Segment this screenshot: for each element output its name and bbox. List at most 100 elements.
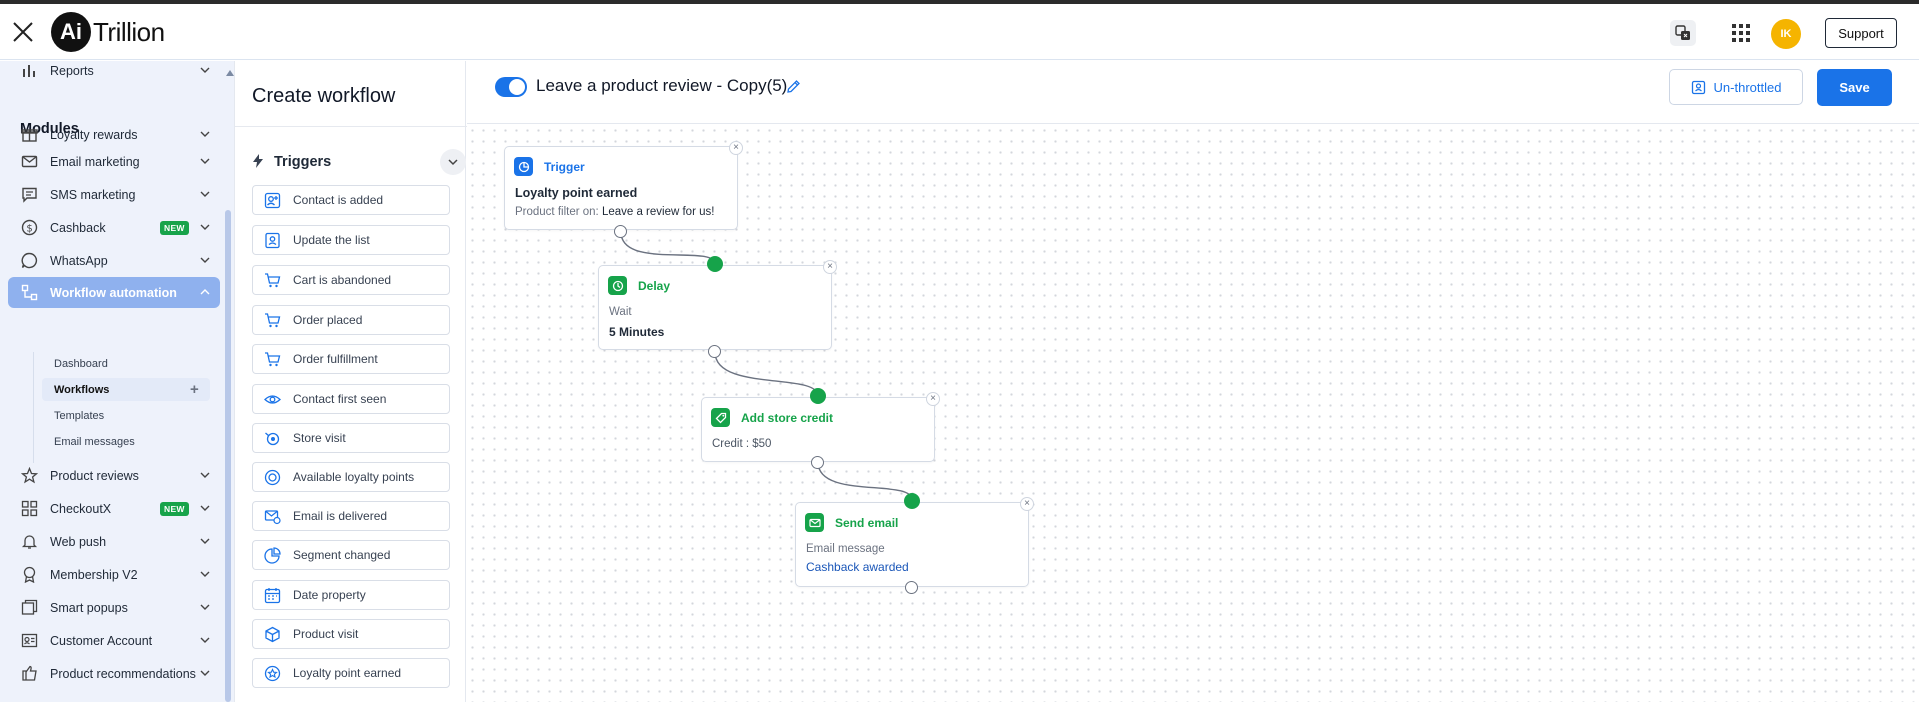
triggers-section-header[interactable]: Triggers	[252, 149, 466, 175]
divider	[235, 126, 467, 127]
trigger-cart-is-abandoned[interactable]: Cart is abandoned	[252, 265, 450, 295]
membership-icon	[23, 566, 36, 583]
submenu-item-workflows[interactable]: Workflows +	[42, 378, 210, 401]
trigger-date-property[interactable]: Date property	[252, 580, 450, 610]
translate-icon[interactable]	[1670, 20, 1696, 46]
trigger-email-is-delivered[interactable]: Email is delivered	[252, 501, 450, 531]
sidebar-item-sms-marketing[interactable]: SMS marketing	[8, 179, 220, 210]
logo-text: Trillion	[93, 16, 165, 47]
add-store-credit-node[interactable]: × Add store credit Credit : $50	[701, 392, 940, 462]
trigger-segment-changed[interactable]: Segment changed	[252, 540, 450, 570]
app-header: Ai Trillion IK Support	[0, 4, 1919, 60]
app-logo[interactable]: Ai Trillion	[51, 12, 165, 52]
trigger-order-placed[interactable]: Order placed	[252, 305, 450, 335]
trigger-contact-is-added[interactable]: Contact is added	[252, 185, 450, 215]
bell-icon	[21, 535, 38, 549]
node-title: Add store credit	[741, 411, 834, 425]
trigger-output-port[interactable]	[614, 225, 627, 238]
user-avatar[interactable]: IK	[1771, 19, 1801, 49]
sidebar-item-reports[interactable]: Reports	[8, 61, 220, 86]
delay-node[interactable]: × Delay Wait 5 Minutes	[598, 260, 837, 350]
close-icon[interactable]	[10, 19, 36, 45]
apps-grid-icon[interactable]	[1730, 22, 1752, 44]
submenu-item-label: Workflows	[54, 383, 110, 396]
sidebar-item-label: Email marketing	[50, 154, 140, 169]
star-icon	[21, 467, 38, 484]
workflow-enabled-toggle[interactable]	[495, 77, 527, 97]
sidebar-item-customer-account[interactable]: Customer Account	[8, 625, 220, 656]
sidebar-item-checkoutx[interactable]: CheckoutX NEW	[8, 493, 220, 524]
email-input-port[interactable]	[904, 493, 920, 509]
submenu-item-dashboard[interactable]: Dashboard	[54, 357, 108, 370]
trigger-label: Date property	[293, 588, 366, 602]
sidebar-item-label: Cashback	[50, 220, 106, 235]
trigger-available-loyalty-points[interactable]: Available loyalty points	[252, 462, 450, 492]
trigger-label: Loyalty point earned	[293, 666, 402, 680]
trigger-store-visit[interactable]: Store visit	[252, 423, 450, 453]
scrollbar-thumb[interactable]	[225, 210, 231, 702]
workflow-name: Leave a product review - Copy(5)	[536, 76, 788, 95]
node-title: Send email	[835, 516, 899, 530]
add-workflow-icon[interactable]: +	[190, 381, 199, 398]
sidebar-item-cashback[interactable]: $ Cashback NEW	[8, 212, 220, 243]
sidebar-item-smart-popups[interactable]: Smart popups	[8, 592, 220, 623]
filter-value: Leave a review for us!	[601, 206, 715, 218]
remove-node-icon[interactable]: ×	[823, 260, 837, 274]
sidebar-item-loyalty-rewards[interactable]: Loyalty rewards	[8, 119, 220, 150]
pencil-icon[interactable]	[786, 79, 801, 94]
chevron-down-icon	[200, 257, 210, 263]
new-badge: NEW	[160, 221, 189, 235]
contact-card-icon	[265, 232, 280, 249]
collapse-triggers-button[interactable]	[440, 149, 466, 175]
trigger-label: Store visit	[293, 431, 346, 445]
sidebar-item-label: WhatsApp	[50, 253, 108, 268]
gift-icon	[21, 129, 38, 142]
chevron-down-icon	[200, 670, 210, 676]
create-workflow-panel: Create workflow Triggers Contact is adde…	[234, 61, 467, 702]
sidebar-item-workflow-automation[interactable]: Workflow automation	[8, 277, 220, 308]
sidebar-item-web-push[interactable]: Web push	[8, 526, 220, 557]
chevron-down-icon	[200, 191, 210, 197]
remove-node-icon[interactable]: ×	[1020, 497, 1034, 511]
sidebar-item-product-recommendations[interactable]: Product recommendations	[8, 658, 220, 689]
sidebar-item-membership-v2[interactable]: Membership V2	[8, 559, 220, 590]
send-email-node[interactable]: × Send email Email message Cashback awar…	[795, 497, 1034, 587]
email-output-port[interactable]	[905, 581, 918, 594]
panel-title: Create workflow	[252, 85, 396, 107]
submenu-guide-line	[33, 352, 34, 463]
submenu-item-email-messages[interactable]: Email messages	[54, 435, 135, 448]
sidebar-item-email-marketing[interactable]: Email marketing	[8, 146, 220, 177]
trigger-filter: Product filter on: Leave a review for us…	[515, 206, 714, 218]
trigger-order-fulfillment[interactable]: Order fulfillment	[252, 344, 450, 374]
cart-icon	[265, 273, 281, 288]
delay-input-port[interactable]	[707, 256, 723, 272]
delay-label: Wait	[609, 306, 632, 318]
submenu-item-templates[interactable]: Templates	[54, 409, 105, 422]
loyalty-badge-icon	[264, 665, 281, 682]
credit-input-port[interactable]	[810, 388, 826, 404]
unthrottled-button[interactable]: Un-throttled	[1669, 69, 1803, 105]
trigger-update-the-list[interactable]: Update the list	[252, 225, 450, 255]
trigger-loyalty-point-earned[interactable]: Loyalty point earned	[252, 658, 450, 688]
whatsapp-icon	[21, 252, 38, 269]
trigger-label: Contact is added	[293, 193, 384, 207]
sidebar-item-whatsapp[interactable]: WhatsApp	[8, 245, 220, 276]
trigger-label: Segment changed	[293, 548, 391, 562]
filter-label: Product filter on:	[515, 206, 599, 218]
trigger-product-visit[interactable]: Product visit	[252, 619, 450, 649]
remove-node-icon[interactable]: ×	[729, 141, 743, 155]
scroll-up-icon[interactable]	[226, 70, 234, 76]
remove-node-icon[interactable]: ×	[926, 392, 940, 406]
trigger-node-icon	[514, 157, 533, 176]
trigger-contact-first-seen[interactable]: Contact first seen	[252, 384, 450, 414]
delay-output-port[interactable]	[708, 345, 721, 358]
sidebar-scrollbar[interactable]	[223, 61, 234, 702]
email-message-link[interactable]: Cashback awarded	[806, 560, 909, 574]
trigger-node[interactable]: × Trigger Loyalty point earned Product f…	[504, 141, 743, 230]
sidebar-item-label: SMS marketing	[50, 187, 136, 202]
credit-output-port[interactable]	[811, 456, 824, 469]
save-button[interactable]: Save	[1817, 69, 1892, 106]
sidebar-item-product-reviews[interactable]: Product reviews	[8, 460, 220, 491]
sidebar-item-label: Smart popups	[50, 600, 128, 615]
support-button[interactable]: Support	[1825, 18, 1897, 48]
